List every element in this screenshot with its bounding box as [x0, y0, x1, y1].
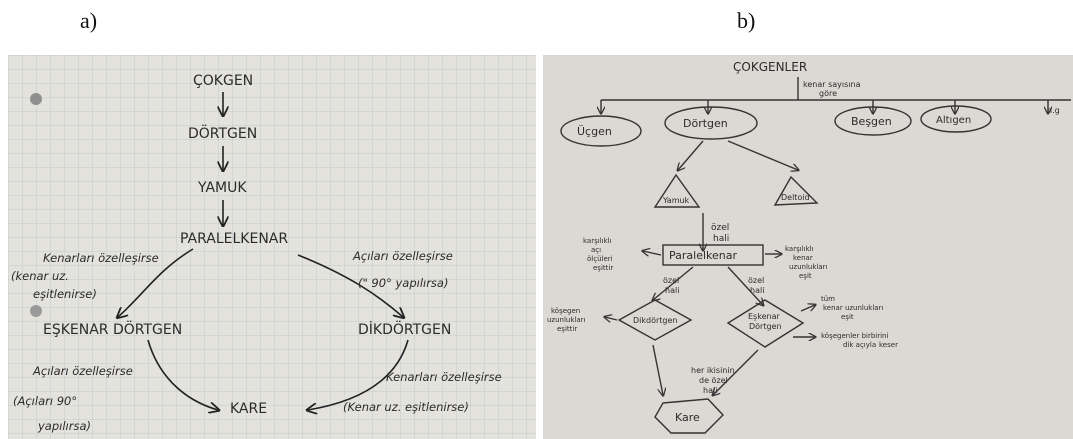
node-deltoid-shape: [773, 175, 819, 206]
node-dikdortgen-shape: [617, 299, 693, 341]
note: ölçüleri: [587, 255, 613, 263]
node-kare-shape: [654, 398, 724, 434]
note: özel: [711, 223, 729, 233]
note: kenar uzunlukları: [823, 304, 883, 312]
note: özel: [748, 276, 764, 285]
note: hali: [665, 286, 679, 295]
note: dik açıyla: [843, 341, 876, 349]
note: (Açıları 90°: [13, 394, 77, 408]
arrow: [653, 266, 694, 300]
note: her ikisinin: [691, 366, 735, 375]
note: (" 90° yapılırsa): [358, 276, 448, 290]
note: Açıları özelleşirse: [352, 249, 453, 263]
note: hali: [703, 386, 717, 395]
arrow: [678, 140, 704, 170]
grid-paper-photo: ÇOKGEN DÖRTGEN YAMUK PARALELKENAR EŞKENA…: [8, 55, 536, 439]
note: göre: [819, 89, 837, 98]
node-kare: Kare: [675, 411, 700, 424]
note: Açıları özelleşirse: [32, 364, 133, 378]
arrow: [713, 349, 759, 395]
node-deltoid: Deltoid: [781, 193, 810, 202]
node-paralelkenar: PARALELKENAR: [180, 231, 288, 247]
panel-label-b: b): [737, 8, 756, 33]
note: karşılıklı: [583, 237, 612, 245]
node-cokgen: ÇOKGEN: [193, 73, 253, 89]
note: de özel: [699, 376, 728, 385]
panel-label-a: a): [80, 8, 98, 33]
plain-paper-photo: ÇOKGENLER kenar sayısına göre Üçgen Dört…: [543, 55, 1073, 439]
note: tüm: [821, 295, 835, 303]
node-ucgen-shape: [560, 115, 642, 147]
node-eskenar-dortgen: EŞKENAR DÖRTGEN: [43, 320, 182, 338]
arrow: [297, 254, 403, 317]
note: eşittir: [557, 325, 577, 333]
arrow: [727, 266, 763, 305]
note: açı: [591, 246, 601, 254]
punch-hole: [30, 93, 42, 105]
punch-hole: [30, 305, 42, 317]
note: hali: [750, 286, 764, 295]
note: eşit: [799, 272, 812, 280]
node-besgen-shape: [834, 106, 912, 136]
note: hali: [713, 234, 729, 244]
note: özel: [663, 276, 679, 285]
arrow: [147, 339, 218, 410]
node-paralelkenar-shape: [662, 244, 764, 266]
note: Kenarları özelleşirse: [43, 251, 159, 265]
node-dortgen: DÖRTGEN: [188, 124, 257, 142]
node-eskenar-dortgen: Eşkenar: [748, 312, 780, 321]
note: uzunlukları: [547, 316, 586, 324]
node-altigen: Altıgen: [936, 115, 971, 126]
arrow: [308, 339, 409, 410]
arrow: [605, 317, 618, 320]
note: (Kenar uz. eşitlenirse): [343, 400, 469, 414]
note: eşittir: [593, 264, 613, 272]
node-eskenar-dortgen: Dörtgen: [749, 322, 782, 331]
node-yamuk: YAMUK: [197, 180, 247, 196]
node-yamuk: Yamuk: [662, 196, 690, 205]
arrow: [800, 305, 815, 312]
node-cokgenler: ÇOKGENLER: [733, 60, 807, 74]
note: kenar: [793, 254, 813, 262]
note: yapılırsa): [37, 419, 91, 433]
note: eşitlenirse): [33, 287, 97, 301]
node-besgen: Beşgen: [851, 115, 892, 128]
node-yamuk-shape: [653, 173, 701, 208]
node-altigen-shape: [920, 105, 992, 133]
node-dortgen-shape: [664, 106, 758, 140]
arrow: [727, 140, 798, 170]
node-eskenar-shape: [726, 299, 805, 348]
note: kenar sayısına: [803, 80, 861, 89]
node-dortgen: Dörtgen: [683, 117, 728, 130]
node-paralelkenar: Paralelkenar: [669, 249, 737, 262]
arrow: [118, 248, 194, 317]
note: köşegenler birbirini: [821, 332, 888, 340]
note: eşit: [841, 313, 854, 321]
arrow: [643, 251, 662, 255]
note: uzunlukları: [789, 263, 828, 271]
note: keser: [879, 341, 898, 349]
note: (kenar uz.: [11, 269, 69, 283]
note: Kenarları özelleşirse: [386, 370, 502, 384]
note: karşılıklı: [785, 245, 814, 253]
node-dikdortgen: Dikdörtgen: [633, 316, 677, 325]
node-kare: KARE: [230, 401, 267, 417]
node-more: n.g: [1047, 106, 1060, 115]
node-ucgen: Üçgen: [577, 125, 612, 138]
node-dikdortgen: DİKDÖRTGEN: [358, 320, 451, 338]
note: köşegen: [551, 307, 580, 315]
arrow: [652, 344, 663, 395]
